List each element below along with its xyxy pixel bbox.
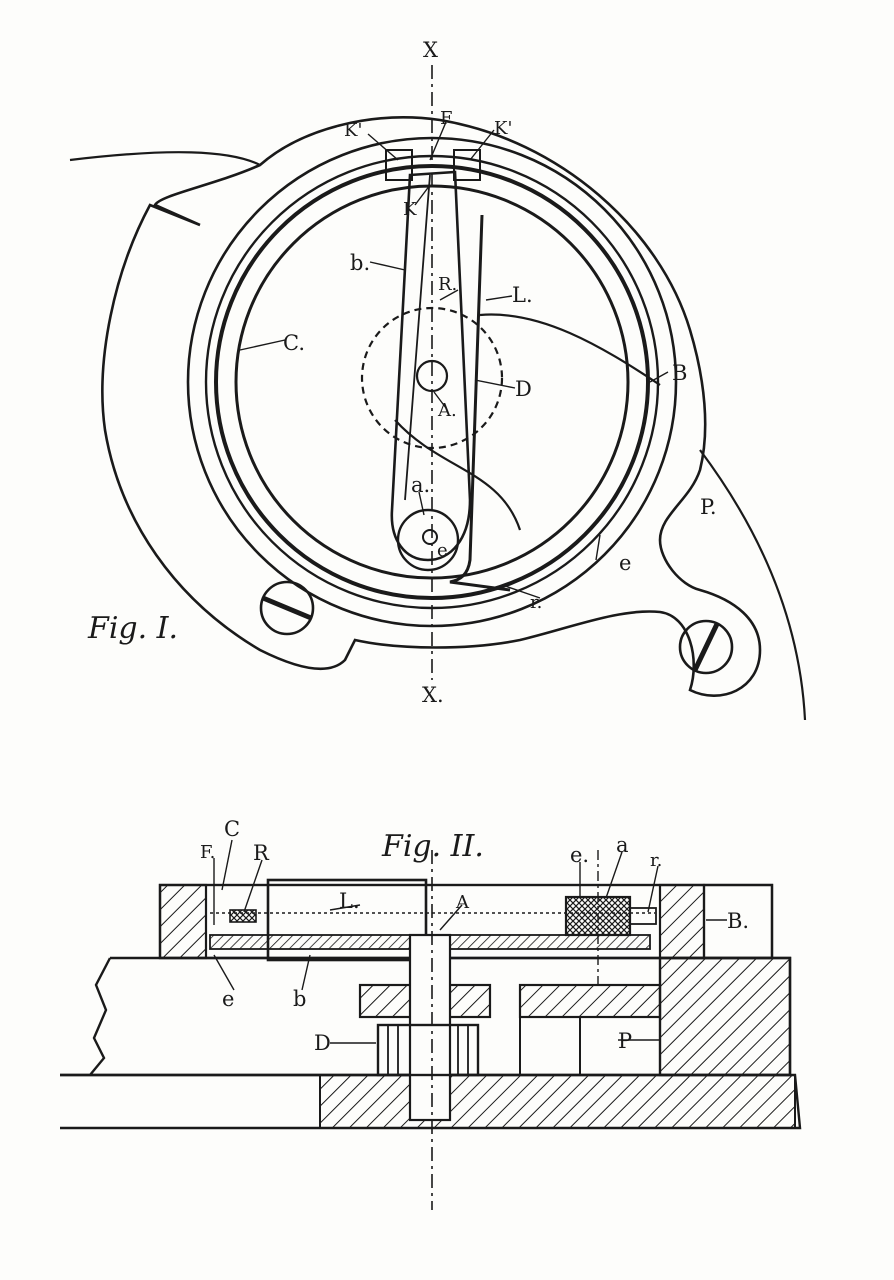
block-p <box>658 956 792 1077</box>
slot-k-right <box>453 149 481 181</box>
regulator-r <box>229 909 257 923</box>
fig2-drawing <box>60 839 802 1210</box>
hatched-base <box>319 1074 796 1129</box>
fig2-label-b: b <box>293 987 306 1011</box>
fig1-label-b-ring: B <box>672 361 687 385</box>
fig1-label-d: D <box>515 377 532 401</box>
spring-l <box>449 214 511 592</box>
fig2-label-a: a <box>616 833 629 857</box>
slot-k-left <box>385 149 413 181</box>
fig1-label-a: a. <box>411 473 430 497</box>
fig2-label-r: R <box>253 841 270 865</box>
fig1-label-f: F <box>440 108 453 129</box>
screw-right <box>678 619 734 675</box>
fig1-drawing <box>69 65 807 721</box>
pivot-a <box>396 508 460 572</box>
arbor-a <box>408 933 452 1122</box>
lever-l-block <box>266 878 428 962</box>
fig2-title: Fig. II. <box>381 829 484 864</box>
left-wall-hatch <box>158 883 208 960</box>
right-wall-hatch <box>658 883 706 960</box>
fig1-label-p: P. <box>700 495 717 519</box>
fig2-label-c: C <box>224 817 240 841</box>
fig1-label-l: L. <box>512 283 533 307</box>
fig1-label-b: b. <box>350 251 370 275</box>
fig2-label-p: P <box>618 1029 632 1053</box>
fig2-label-d: D <box>314 1031 331 1055</box>
fig2-label-e-right: e. <box>570 843 589 867</box>
pinion-d <box>376 1023 480 1077</box>
fig2-label-a-arbor: A <box>455 892 470 913</box>
fig1-label-e: e <box>619 551 631 575</box>
fig1-label-c: C. <box>283 331 305 355</box>
plate-outline <box>101 116 762 697</box>
fig1-label-k1-right: K' <box>494 118 512 139</box>
fig1-label-r-small: r. <box>530 592 542 613</box>
fig1-label-x-bottom: X. <box>422 683 444 707</box>
fig1-label-k: K <box>403 199 417 220</box>
fig1-label-x-top: X <box>423 38 438 62</box>
fig1-label-a-axis: A. <box>437 400 457 421</box>
fig1-label-k1-left: K' <box>344 120 362 141</box>
fig2-label-b-ring: B. <box>727 909 749 933</box>
fig2-label-r-small: r. <box>650 850 662 871</box>
fig2-label-e-left: e <box>222 987 234 1011</box>
ring-b-section <box>702 883 774 960</box>
fig1-label-e-small: e <box>437 540 448 561</box>
fig2-label-f: F. <box>200 842 215 863</box>
fig2-label-l: L. <box>339 889 360 913</box>
fig1-label-r: R. <box>438 274 457 295</box>
screw-left <box>259 580 315 636</box>
lever-b <box>390 170 472 562</box>
fig1-title: Fig. I. <box>87 611 178 646</box>
